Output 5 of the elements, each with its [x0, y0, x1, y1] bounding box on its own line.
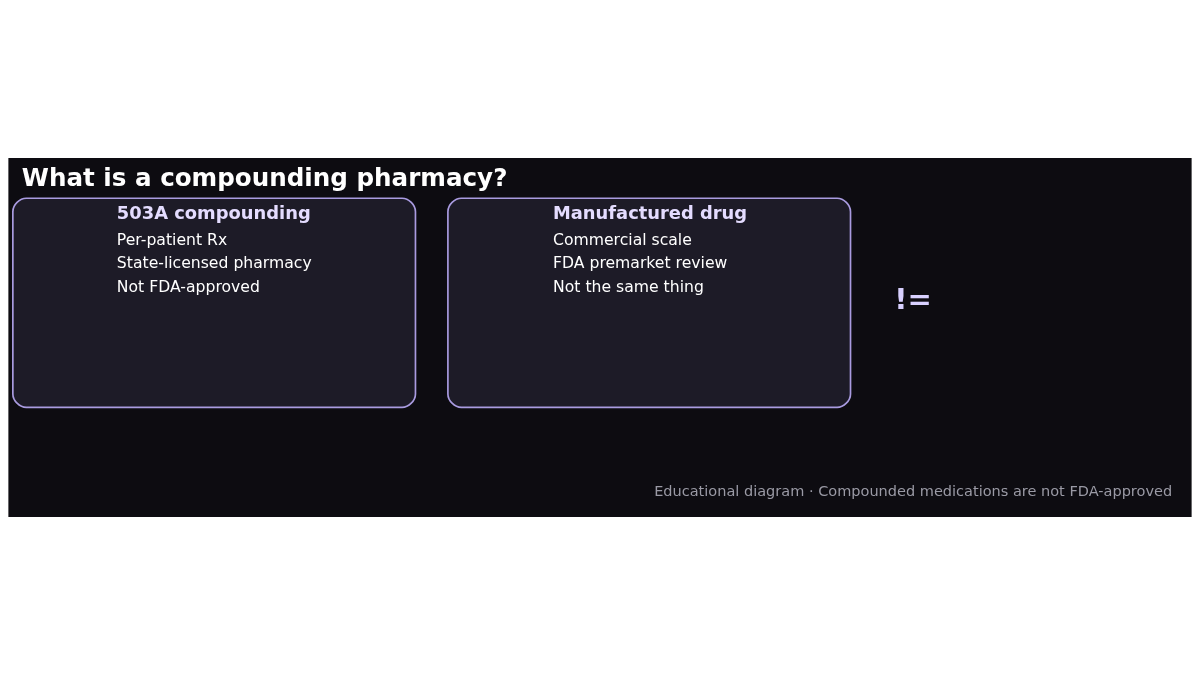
node-box: 503A compounding Per-patient Rx State-licensed pharmacy Not FDA-approved: [12, 197, 417, 409]
node-box: Manufactured drug Commercial scale FDA premarket review Not the same thing: [447, 197, 852, 409]
caption: Educational diagram · Compounded medications are not FDA-approved: [654, 483, 1173, 500]
diagram-title: What is a compounding pharmacy?: [21, 162, 508, 192]
label: !=: [894, 281, 932, 316]
